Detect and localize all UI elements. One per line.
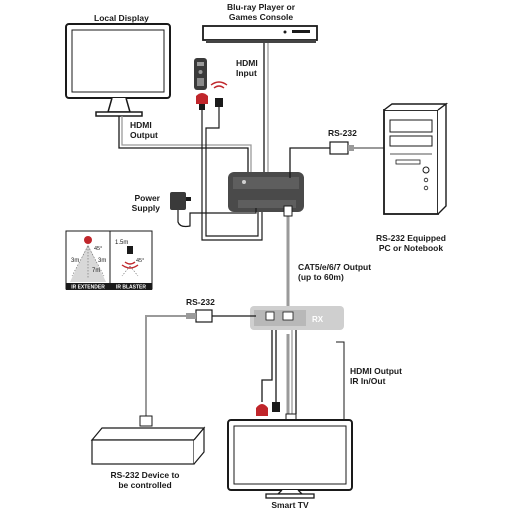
ir-signal-icon [210, 81, 228, 89]
hdmi-ir-output-cables [261, 330, 297, 414]
angle-blaster: 45° [136, 258, 144, 264]
ir-blaster-label: IR BLASTER [116, 285, 146, 291]
source-device-label: Blu-ray Player or Games Console [226, 2, 296, 22]
power-supply-label: Power Supply [131, 193, 160, 213]
hdmi-input-label: HDMI Input [236, 58, 258, 78]
hdmi-output-cable [118, 116, 252, 172]
power-adapter-icon [170, 192, 257, 228]
receiver-icon [250, 306, 344, 330]
dim-1-5m: 1.5m [115, 240, 128, 246]
rx-badge: RX [312, 315, 324, 324]
rs232-device-icon [90, 415, 206, 465]
hdmi-output-label: HDMI Output [130, 120, 158, 140]
rs232-top-cable [289, 141, 384, 178]
local-display-monitor-icon [65, 23, 171, 117]
cat-cable [283, 205, 293, 414]
ir-receiver-tv-icon [256, 402, 280, 416]
ir-blaster-icon [215, 98, 223, 107]
local-display-label: Local Display [94, 13, 149, 23]
ir-blaster-inset [109, 230, 153, 290]
rs232-bottom-cable [145, 309, 256, 418]
rs232-top-label: RS-232 [328, 128, 357, 138]
ir-extender-label: IR EXTENDER [71, 285, 105, 291]
rs232-bottom-label: RS-232 [186, 297, 215, 307]
cat-output-label: CAT5/e/6/7 Output (up to 60m) [298, 262, 372, 282]
ir-receiver-icon [196, 93, 208, 110]
remote-control-icon [194, 58, 207, 90]
dim-3m-right: 3m [98, 258, 106, 264]
dim-3m-left: 3m [71, 258, 79, 264]
transmitter-icon [228, 172, 304, 212]
angle-extender: 45° [94, 246, 102, 252]
ir-extender-inset [65, 230, 111, 290]
bracket [336, 341, 345, 421]
hdmi-output-irio-label: HDMI Output IR In/Out [350, 366, 402, 386]
bluray-player-icon [202, 25, 318, 43]
pc-tower-icon [383, 102, 449, 215]
hdmi-input-cable [263, 43, 269, 172]
rs232-pc-label: RS-232 Equipped PC or Notebook [376, 233, 446, 253]
dim-7m: 7m [92, 268, 100, 274]
rs232-device-label: RS-232 Device to be controlled [110, 470, 180, 490]
tv-icon [227, 419, 353, 499]
smart-tv-label: Smart TV [271, 500, 309, 510]
ir-cables [201, 107, 263, 241]
